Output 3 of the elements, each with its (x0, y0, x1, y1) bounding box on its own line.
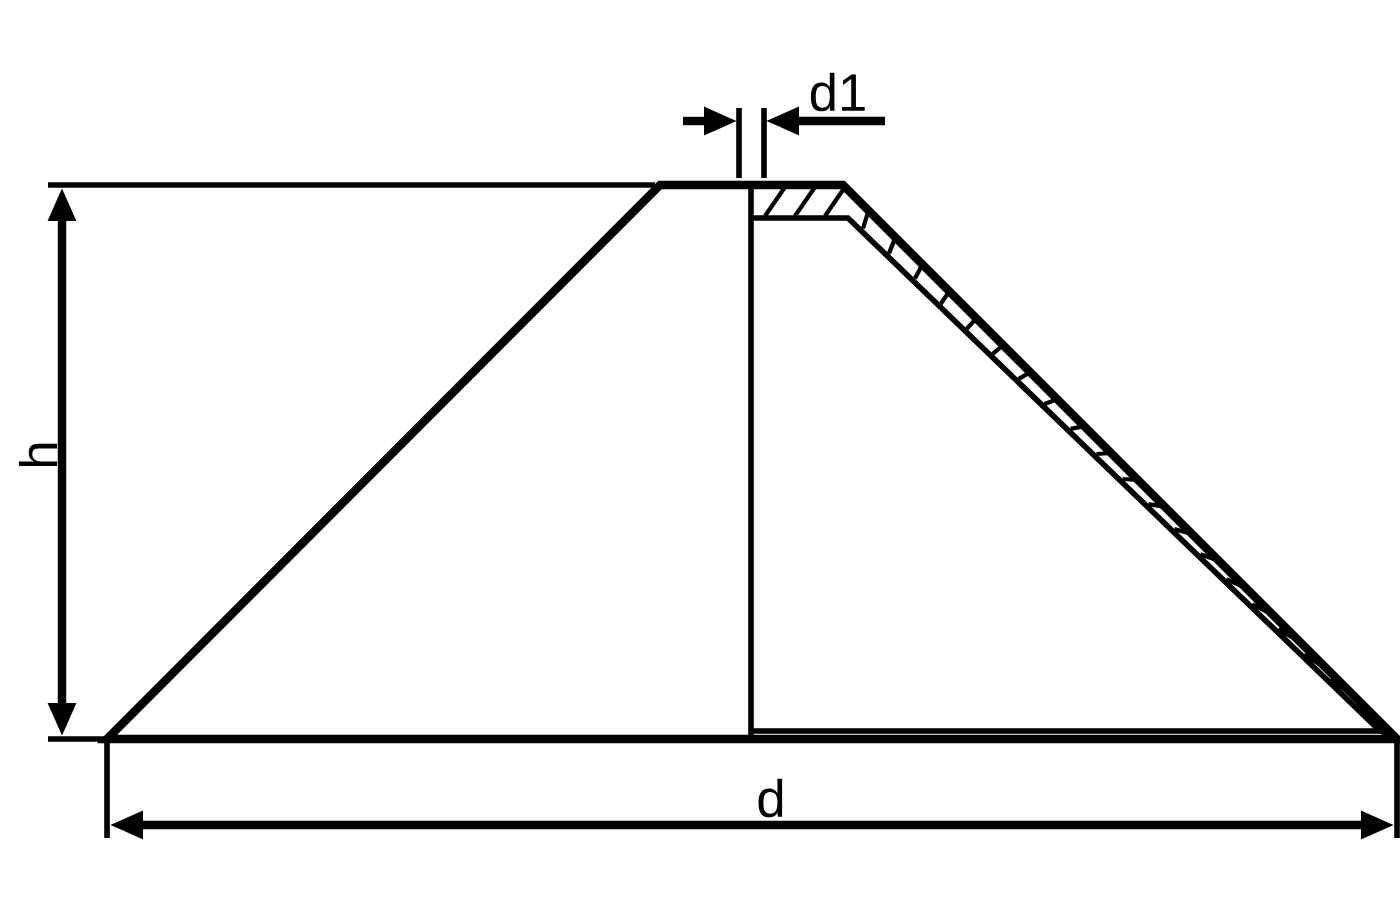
dimension-label: d (758, 778, 783, 818)
dimension-label: h (18, 443, 58, 467)
dimension-label: d1 (810, 72, 865, 112)
